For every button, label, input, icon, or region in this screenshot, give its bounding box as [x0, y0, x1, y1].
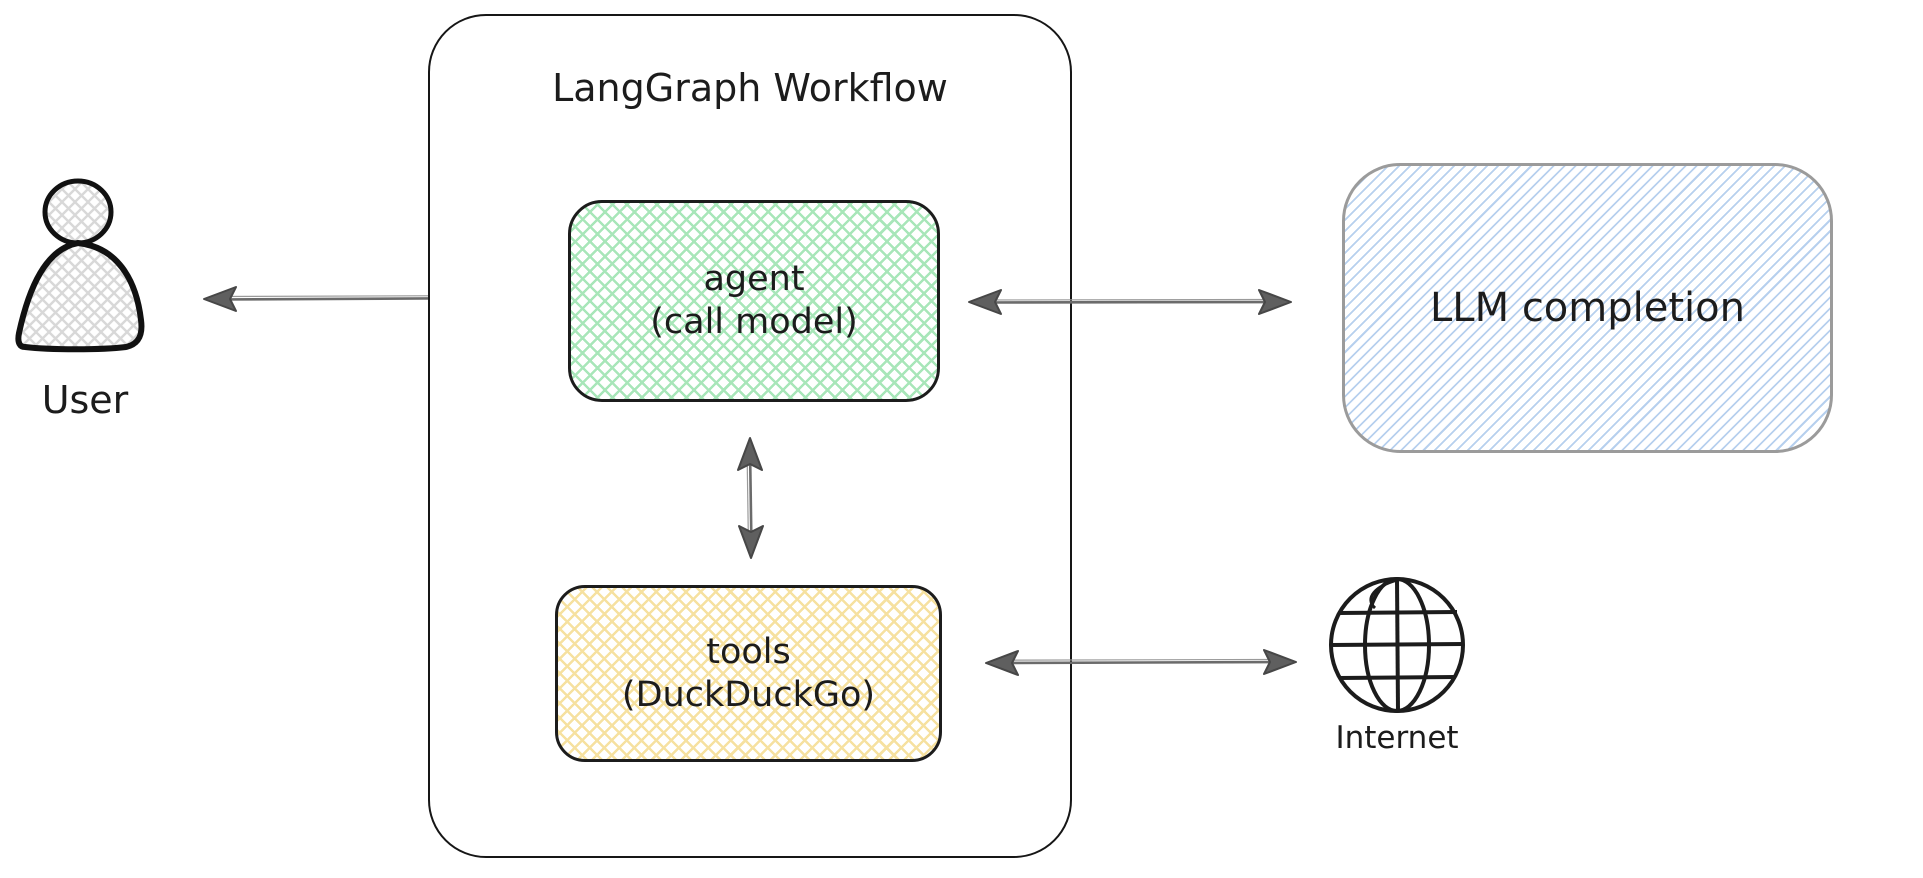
- tools-label: tools: [706, 631, 791, 672]
- node-llm-completion: LLM completion: [1342, 163, 1833, 453]
- agent-sublabel: (call model): [650, 302, 858, 342]
- user-label: User: [41, 378, 129, 422]
- globe-icon: [1329, 577, 1465, 713]
- workflow-title: LangGraph Workflow: [552, 66, 948, 110]
- arrow-tools-internet: [985, 649, 1297, 676]
- tools-sublabel: (DuckDuckGo): [621, 674, 876, 715]
- llm-label: LLM completion: [1430, 284, 1745, 331]
- arrow-agent-tools: [737, 437, 764, 559]
- node-tools: tools (DuckDuckGo): [555, 585, 942, 762]
- node-agent: agent (call model): [568, 200, 940, 402]
- arrow-agent-llm: [968, 289, 1292, 315]
- internet-label: Internet: [1335, 720, 1459, 756]
- user-icon: [15, 178, 145, 353]
- agent-label: agent: [703, 259, 805, 300]
